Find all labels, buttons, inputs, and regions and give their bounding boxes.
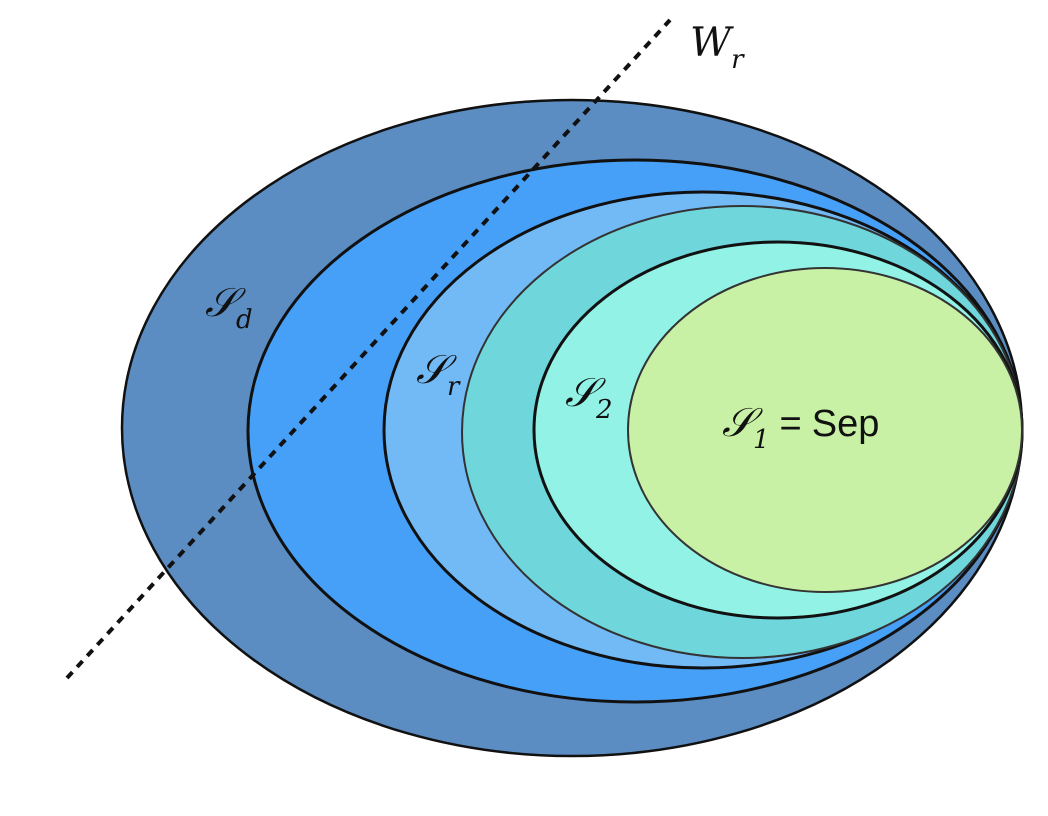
label-s-r: 𝒮r	[416, 347, 460, 402]
label-s-d: 𝒮d	[205, 280, 253, 335]
set-1-region	[627, 267, 1023, 593]
label-s-1-sep: 𝒮1=Sep	[722, 400, 880, 455]
label-w-r: Wr	[690, 20, 744, 75]
label-s-2: 𝒮2	[565, 370, 613, 425]
